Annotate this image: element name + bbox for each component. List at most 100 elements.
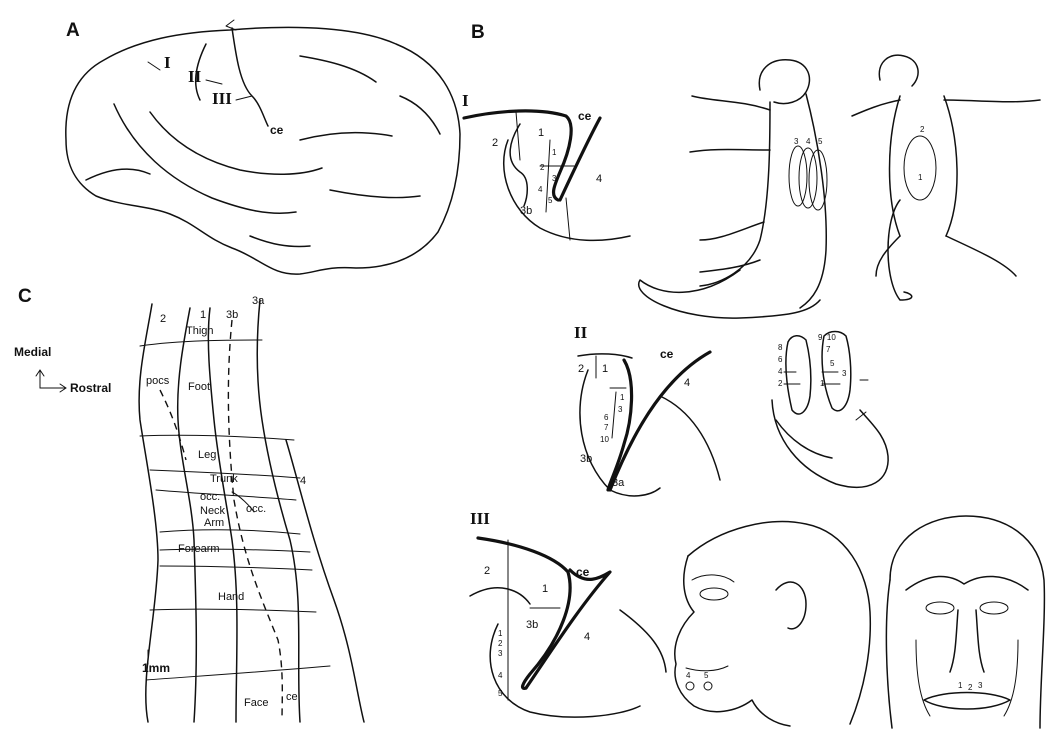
temporal-sulcus: [150, 112, 322, 174]
map-region-occ-left: occ.: [200, 491, 220, 503]
monkey-side-num-3: 3: [794, 137, 799, 146]
intraparietal-sulcus: [300, 56, 376, 82]
section-i-site-5: 5: [548, 196, 553, 205]
section-ii-site-10: 10: [600, 435, 609, 444]
section-iii-area-1: 1: [542, 583, 548, 595]
hand-thumb: [776, 420, 832, 458]
section-ii-site-7: 7: [604, 423, 609, 432]
map-area-1: 1: [200, 309, 206, 321]
face-side-eye: [700, 588, 728, 600]
monkey-side-arm-top: [692, 96, 770, 110]
section-i-border-3: [566, 198, 570, 240]
hand-num-9-10: 9, 10: [818, 333, 836, 342]
monkey-back-num-1: 1: [918, 173, 923, 182]
section-ii-site-1: 1: [620, 393, 625, 402]
section-iii-site-2: 2: [498, 639, 503, 648]
face-front-eye-left: [926, 602, 954, 614]
monkey-back-num-2: 2: [920, 125, 925, 134]
map-region-trunk: Trunk: [210, 473, 238, 485]
hand-num-6: 6: [778, 355, 783, 364]
section-ii-site-6: 6: [604, 413, 609, 422]
section-i-area-3b: 3b: [520, 205, 532, 217]
map-region-neck: Neck: [200, 505, 226, 517]
section-ii-roman: II: [574, 323, 588, 342]
monkey-back-tail: [888, 200, 912, 300]
orientation-arrows: [36, 370, 66, 392]
section-i-sulcus: ce: [578, 109, 592, 123]
face-side-head: [688, 522, 870, 724]
map-line-area2-left: [139, 304, 158, 722]
section-ii-area-4: 4: [684, 377, 690, 389]
hand-num-2: 2: [778, 379, 783, 388]
face-front-left: [886, 580, 892, 728]
map-region-leg: Leg: [198, 449, 216, 461]
brain-drawing: [66, 20, 460, 274]
section-iii-surface: [478, 538, 570, 688]
map-area-3a: 3a: [252, 295, 265, 307]
face-side-num-4: 4: [686, 671, 691, 680]
face-front-eye-right: [980, 602, 1008, 614]
map-pocs-boundary: [160, 390, 186, 460]
face-front-drawing: [886, 516, 1044, 728]
face-side-num-5: 5: [704, 671, 709, 680]
face-side-rf-5: [704, 682, 712, 690]
map-scale-label: 1mm: [142, 661, 170, 675]
panel-label-a: A: [66, 20, 80, 41]
section-i-site-3: 3: [552, 174, 557, 183]
section-iii-area-3b: 3b: [526, 619, 538, 631]
map-line-area1: [178, 308, 197, 722]
section-iii-site-1: 1: [498, 629, 503, 638]
brain-sulcus-label: ce: [270, 123, 284, 137]
brain-outline: [66, 27, 460, 274]
lateral-sulcus: [114, 104, 296, 213]
section-iii-site-5: 5: [498, 689, 503, 698]
monkey-side-num-5: 5: [818, 137, 823, 146]
section-iii-fold: [470, 588, 530, 604]
section-i-border-1: [516, 112, 520, 160]
hand-num-4: 4: [778, 367, 783, 376]
hand-finger-b: [822, 332, 851, 411]
orientation-medial: Medial: [14, 345, 51, 359]
map-region-face: Face: [244, 697, 268, 709]
hand-num-3: 3: [842, 369, 847, 378]
monkey-side-tail: [639, 270, 820, 318]
section-ii: II: [574, 323, 720, 496]
map-division-9: [146, 666, 330, 680]
face-front-num-3: 3: [978, 681, 983, 690]
monkey-side-leg-low: [700, 260, 760, 272]
map-region-occ-right: occ.: [246, 503, 266, 515]
hand-finger-a: [786, 336, 811, 414]
map-region-forearm: Forearm: [178, 543, 220, 555]
mark-II-line: [206, 80, 222, 84]
section-i-fold: [510, 124, 527, 206]
hand-num-5: 5: [830, 359, 835, 368]
monkey-back-body: [890, 96, 958, 236]
section-i-site-2: 2: [540, 163, 545, 172]
section-ii-area-3b: 3b: [580, 453, 592, 465]
face-front-num-1: 1: [958, 681, 963, 690]
panel-label-c: C: [18, 286, 32, 307]
monkey-side-rf-5: [809, 150, 827, 210]
section-ii-sulcus: ce: [660, 347, 674, 361]
hand-num-7: 7: [826, 345, 831, 354]
occipital-sulcus: [330, 190, 420, 198]
hand-num-8: 8: [778, 343, 783, 352]
map-region-hand: Hand: [218, 591, 244, 603]
hand-drawing: [772, 332, 888, 488]
map-region-thigh: Thigh: [186, 325, 214, 337]
section-iii-sulcus: ce: [576, 565, 590, 579]
section-ii-track: [612, 392, 616, 438]
section-i-area-4: 4: [596, 173, 602, 185]
monkey-side-num-4: 4: [806, 137, 811, 146]
section-iii-area-2: 2: [484, 565, 490, 577]
monkey-back-head: [879, 55, 918, 86]
section-i: I: [462, 91, 630, 240]
face-front-nose: [950, 610, 984, 672]
central-sulcus-line: [232, 28, 268, 126]
temporal-lower-sulcus: [250, 236, 310, 247]
mark-I-line: [148, 62, 160, 70]
section-ii-fold: [578, 354, 632, 358]
face-front-brows: [906, 576, 1028, 590]
monkey-side-rf-4: [799, 148, 817, 208]
